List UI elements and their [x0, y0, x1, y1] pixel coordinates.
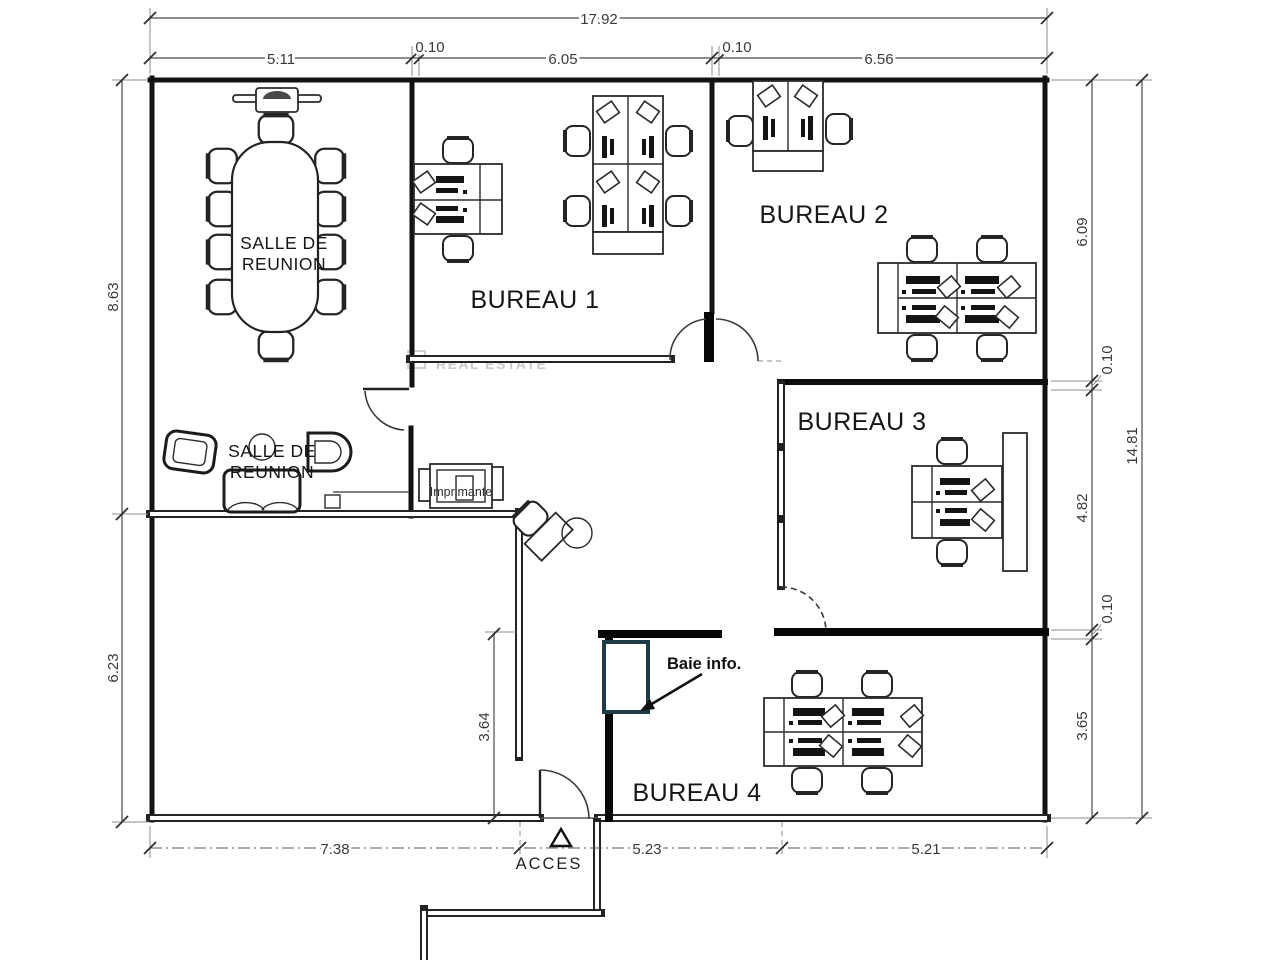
room-label-meeting-1: SALLE DE: [240, 233, 328, 253]
dimension-labels: 17.92 5.11 0.10 6.05 0.10 6.56 8.63 6.23…: [102, 8, 1144, 861]
chair-icon: [790, 670, 824, 699]
corner-desk: [506, 494, 574, 562]
server-bay: [602, 640, 650, 714]
dim-bottom-1: 7.38: [320, 841, 349, 858]
room-label-lounge-2: REUNION: [230, 462, 314, 482]
dim-bottom-2: 5.23: [632, 841, 661, 858]
side-table: [248, 433, 276, 461]
dim-top-2: 0.10: [415, 39, 444, 56]
workstation-cluster-bureau2: [877, 235, 1037, 362]
lounge-sofa: [222, 468, 302, 514]
chair-icon: [860, 766, 894, 795]
door-arc-access: [539, 769, 590, 820]
tv-screen: [232, 87, 322, 113]
dim-left-1: 8.63: [105, 282, 122, 311]
room-label-meeting-2: REUNION: [242, 254, 326, 274]
room-labels: SALLE DE REUNION SALLE DE REUNION BUREAU…: [228, 201, 926, 873]
chair-icon: [905, 235, 939, 264]
dim-right-overall: 14.81: [1124, 427, 1141, 465]
server-bay-label: Baie info.: [667, 655, 741, 673]
chair-icon: [975, 235, 1009, 264]
door-arc-bureau2: [715, 318, 759, 362]
room-label-bureau1: BUREAU 1: [470, 286, 599, 314]
dim-top-overall: 17.92: [580, 11, 618, 28]
chair-icon: [935, 437, 969, 466]
chair-icon: [935, 538, 969, 567]
chair-icon: [563, 124, 592, 158]
printer-label: Imprimante: [430, 485, 493, 499]
dim-top-4: 0.10: [722, 39, 751, 56]
door-leaf: [704, 312, 714, 362]
dim-right-2: 0.10: [1099, 345, 1116, 374]
chair-icon: [315, 192, 344, 227]
chair-icon: [315, 280, 344, 315]
dim-bottom-3: 5.21: [911, 841, 940, 858]
dim-top-5: 6.56: [864, 51, 893, 68]
door-arc-bureau3: [780, 586, 827, 633]
access-label: ACCES: [516, 855, 583, 873]
door-arc-lounge: [364, 390, 405, 431]
dim-top-1: 5.11: [267, 51, 295, 68]
chair-icon: [441, 136, 475, 165]
chair-icon: [563, 194, 592, 228]
chair-icon: [664, 194, 693, 228]
server-bay-arrow: [640, 672, 703, 711]
workstation-cluster-bureau1: [563, 95, 693, 255]
lounge-armchair-d: [306, 431, 353, 473]
lounge-furniture: [162, 429, 353, 514]
room-label-bureau4: BUREAU 4: [632, 779, 761, 807]
chair-icon: [441, 234, 475, 263]
room-label-lounge-1: SALLE DE: [228, 441, 316, 461]
dim-right-4: 0.10: [1099, 594, 1116, 623]
chair-icon: [664, 124, 693, 158]
dim-corridor: 3.64: [476, 712, 493, 741]
room-label-bureau2: BUREAU 2: [759, 201, 888, 229]
chair-icon: [824, 112, 853, 146]
outer-walls: [146, 75, 1051, 823]
conference-table: [208, 115, 344, 360]
lounge-armchair: [162, 429, 218, 475]
desk-bureau2-duo: [726, 80, 853, 172]
room-label-bureau3: BUREAU 3: [797, 408, 926, 436]
stool: [561, 517, 593, 549]
chair-icon: [259, 331, 294, 360]
doors: [363, 318, 827, 820]
server-bay-walls: [598, 630, 722, 822]
dim-right-1: 6.09: [1074, 217, 1091, 246]
dim-top-3: 6.05: [548, 51, 577, 68]
chair-icon: [790, 766, 824, 795]
door-arc-bureau1: [669, 318, 707, 361]
desk-bureau3-duo: [911, 432, 1028, 572]
chair-icon: [315, 149, 344, 184]
dim-right-5: 3.65: [1074, 711, 1091, 740]
chair-icon: [860, 670, 894, 699]
workstation-cluster-bureau4: [763, 670, 925, 795]
chair-icon: [726, 114, 755, 148]
dimension-lines: [112, 8, 1152, 858]
chair-icon: [975, 333, 1009, 362]
access-triangle-icon: [548, 826, 574, 848]
desk-bureau1-duo: [411, 136, 503, 263]
dim-right-3: 4.82: [1074, 493, 1091, 522]
dim-left-2: 6.23: [105, 653, 122, 682]
interior-walls: [146, 77, 1049, 960]
chair-icon: [259, 115, 294, 144]
printer-icon: Imprimante: [418, 463, 504, 509]
chair-icon: [905, 333, 939, 362]
